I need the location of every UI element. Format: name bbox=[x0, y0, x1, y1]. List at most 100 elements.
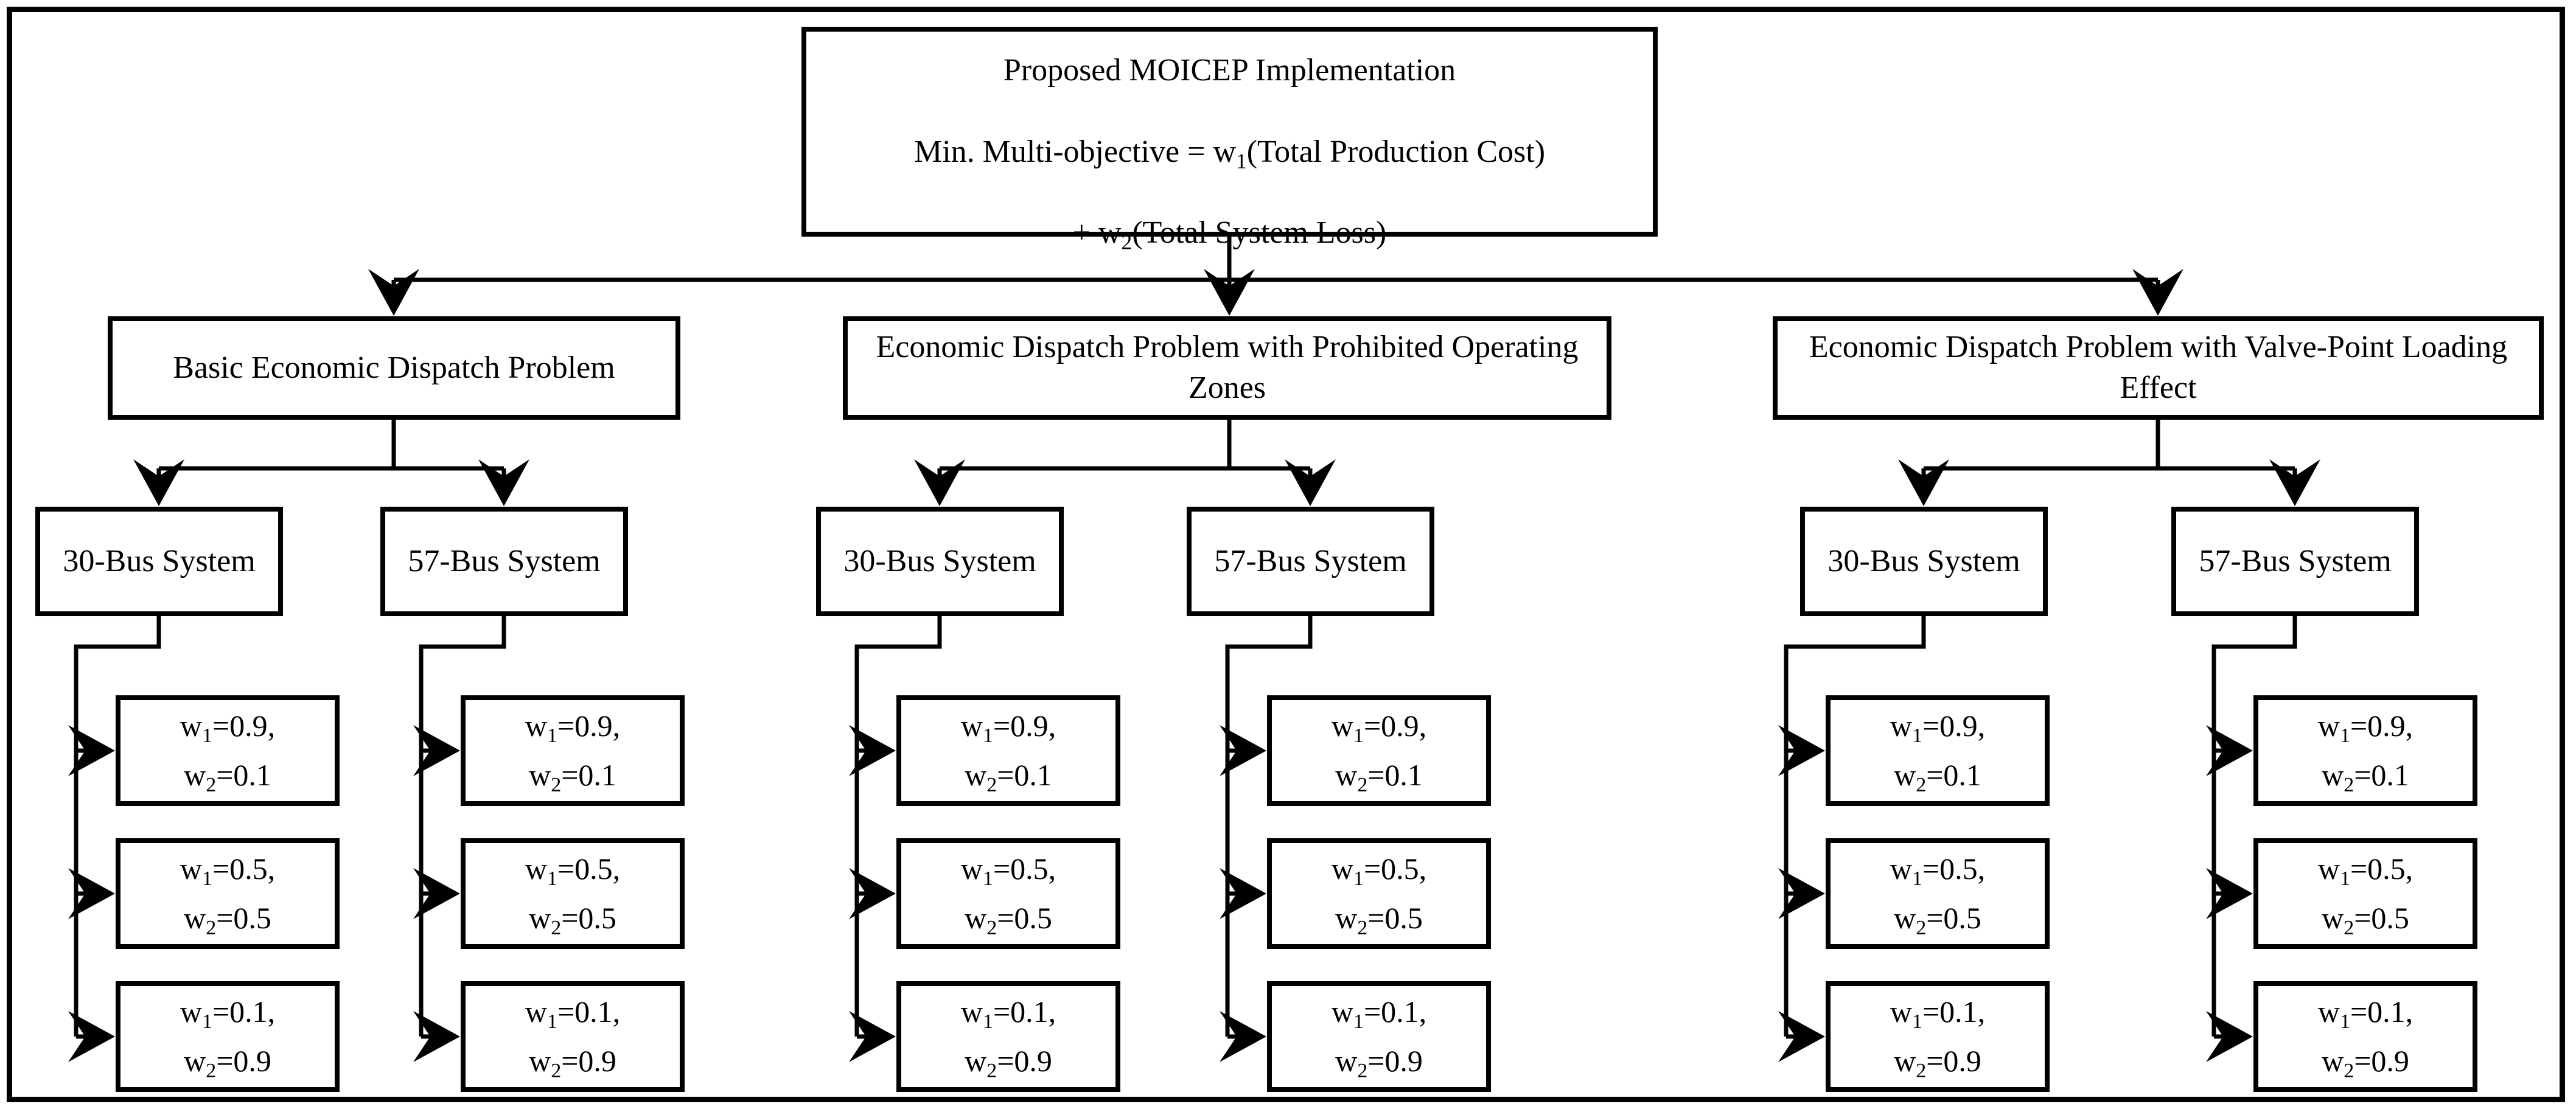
system-node-30bus-prohibited[interactable]: 30-Bus System bbox=[816, 507, 1064, 616]
root-w2-subscript: 2 bbox=[1121, 229, 1133, 254]
weight-node-valve-57bus-0[interactable]: w1=0.9, w2=0.1 bbox=[2253, 695, 2477, 806]
weight-node-text: w1=0.5,w2=0.5 bbox=[2258, 844, 2473, 943]
weight-w2-subscript: 2 bbox=[986, 774, 997, 797]
weight-w1-subscript: 1 bbox=[201, 724, 212, 748]
weight-w1-line: w1=0.5, bbox=[1890, 852, 1986, 891]
weight-w1-subscript: 1 bbox=[1353, 1010, 1364, 1033]
weight-node-basic-30bus-2[interactable]: w1=0.1, w2=0.9 bbox=[116, 981, 340, 1092]
weight-node-prohibited-30bus-2[interactable]: w1=0.1,w2=0.9 bbox=[896, 981, 1120, 1092]
weight-node-prohibited-57bus-0[interactable]: w1=0.9, w2=0.1 bbox=[1267, 695, 1491, 806]
system-node-label: 30-Bus System bbox=[1827, 543, 2020, 578]
weight-node-text: w1=0.5,w2=0.5 bbox=[1272, 844, 1486, 943]
weight-w2-subscript: 2 bbox=[206, 917, 217, 940]
weight-w1-subscript: 1 bbox=[1911, 724, 1922, 748]
weight-w2-line: w2=0.1 bbox=[2322, 758, 2409, 797]
weight-node-text: w1=0.9,w2=0.1 bbox=[901, 701, 1115, 800]
weight-w1-line: w1=0.1, bbox=[960, 995, 1056, 1033]
weight-w2-line: w2=0.5 bbox=[965, 901, 1052, 940]
weight-node-text: w1=0.1,w2=0.9 bbox=[1831, 987, 2045, 1086]
weight-w2-line: w2=0.9 bbox=[1335, 1044, 1423, 1083]
root-line-1: Proposed MOICEP Implementation bbox=[1003, 53, 1456, 88]
weight-w2-line: w2=0.9 bbox=[184, 1044, 271, 1083]
weight-node-basic-30bus-1[interactable]: w1=0.5, w2=0.5 bbox=[116, 838, 340, 949]
system-node-57bus-valve[interactable]: 57-Bus System bbox=[2171, 507, 2419, 616]
weight-w2-line: w2=0.1 bbox=[1894, 758, 1981, 797]
weight-w2-line: w2=0.5 bbox=[184, 901, 271, 940]
weight-w1-line: w1=0.9, bbox=[960, 709, 1056, 748]
weight-node-text: w1=0.9, w2=0.1 bbox=[466, 701, 680, 800]
weight-w1-line: w1=0.5, bbox=[960, 852, 1056, 891]
weight-w2-line: w2=0.5 bbox=[1894, 901, 1981, 940]
weight-w2-line: w2=0.1 bbox=[529, 758, 616, 797]
weight-node-text: w1=0.5, w2=0.5 bbox=[1831, 844, 2045, 943]
weight-w2-subscript: 2 bbox=[551, 774, 562, 797]
weight-w1-line: w1=0.5, bbox=[1331, 852, 1427, 891]
branch-node-label: Economic Dispatch Problem with Prohibite… bbox=[876, 330, 1579, 405]
weight-w2-line: w2=0.5 bbox=[529, 901, 616, 940]
system-node-30bus-valve[interactable]: 30-Bus System bbox=[1800, 507, 2048, 616]
weight-node-valve-57bus-2[interactable]: w1=0.1,w2=0.9 bbox=[2253, 981, 2477, 1092]
weight-w1-subscript: 1 bbox=[1911, 1010, 1922, 1033]
weight-w1-line: w1=0.1, bbox=[1331, 995, 1427, 1033]
weight-node-text: w1=0.5, w2=0.5 bbox=[901, 844, 1115, 943]
weight-w2-subscript: 2 bbox=[1357, 1060, 1368, 1083]
weight-node-prohibited-30bus-1[interactable]: w1=0.5, w2=0.5 bbox=[896, 838, 1120, 949]
weight-node-valve-57bus-1[interactable]: w1=0.5,w2=0.5 bbox=[2253, 838, 2477, 949]
weight-node-text: w1=0.5, w2=0.5 bbox=[466, 844, 680, 943]
outer-frame bbox=[7, 7, 2565, 1102]
weight-w1-line: w1=0.9, bbox=[525, 709, 621, 748]
branch-node-label: Economic Dispatch Problem with Valve-Poi… bbox=[1809, 330, 2508, 405]
weight-node-basic-57bus-2[interactable]: w1=0.1, w2=0.9 bbox=[461, 981, 685, 1092]
weight-w1-line: w1=0.5, bbox=[2317, 852, 2414, 891]
weight-node-prohibited-57bus-1[interactable]: w1=0.5,w2=0.5 bbox=[1267, 838, 1491, 949]
weight-w1-line: w1=0.5, bbox=[180, 852, 276, 891]
system-node-57bus-prohibited[interactable]: 57-Bus System bbox=[1187, 507, 1434, 616]
branch-node-valve-point[interactable]: Economic Dispatch Problem with Valve-Poi… bbox=[1773, 316, 2544, 420]
weight-w1-line: w1=0.1, bbox=[525, 995, 621, 1033]
weight-node-text: w1=0.9, w2=0.1 bbox=[2258, 701, 2473, 800]
weight-w2-subscript: 2 bbox=[2344, 1060, 2354, 1083]
weight-w1-line: w1=0.9, bbox=[2317, 709, 2414, 748]
weight-w2-subscript: 2 bbox=[986, 917, 997, 940]
weight-w1-line: w1=0.9, bbox=[1331, 709, 1427, 748]
branch-node-prohibited-zones[interactable]: Economic Dispatch Problem with Prohibite… bbox=[843, 316, 1611, 420]
weight-node-basic-30bus-0[interactable]: w1=0.9, w2=0.1 bbox=[116, 695, 340, 806]
weight-node-text: w1=0.9, w2=0.1 bbox=[120, 701, 335, 800]
branch-node-label: Basic Economic Dispatch Problem bbox=[173, 350, 615, 385]
weight-node-text: w1=0.1,w2=0.9 bbox=[901, 987, 1115, 1086]
weight-w1-line: w1=0.5, bbox=[525, 852, 621, 891]
weight-node-prohibited-57bus-2[interactable]: w1=0.1, w2=0.9 bbox=[1267, 981, 1491, 1092]
weight-w1-subscript: 1 bbox=[1911, 867, 1922, 891]
weight-w1-line: w1=0.9, bbox=[1890, 709, 1986, 748]
branch-node-basic-ed[interactable]: Basic Economic Dispatch Problem bbox=[108, 316, 680, 420]
weight-w1-line: w1=0.9, bbox=[180, 709, 276, 748]
weight-w2-subscript: 2 bbox=[2344, 774, 2354, 797]
weight-w1-subscript: 1 bbox=[982, 1010, 993, 1033]
weight-w2-line: w2=0.9 bbox=[529, 1044, 616, 1083]
weight-node-prohibited-30bus-0[interactable]: w1=0.9,w2=0.1 bbox=[896, 695, 1120, 806]
weight-w2-line: w2=0.1 bbox=[1335, 758, 1423, 797]
weight-w2-subscript: 2 bbox=[206, 774, 217, 797]
weight-node-valve-30bus-2[interactable]: w1=0.1,w2=0.9 bbox=[1826, 981, 2050, 1092]
weight-w2-subscript: 2 bbox=[1916, 774, 1927, 797]
weight-node-basic-57bus-1[interactable]: w1=0.5, w2=0.5 bbox=[461, 838, 685, 949]
system-node-57bus-basic[interactable]: 57-Bus System bbox=[380, 507, 628, 616]
weight-node-valve-30bus-1[interactable]: w1=0.5, w2=0.5 bbox=[1826, 838, 2050, 949]
root-w1-subscript: 1 bbox=[1236, 148, 1247, 173]
weight-node-text: w1=0.1, w2=0.9 bbox=[466, 987, 680, 1086]
weight-w2-line: w2=0.1 bbox=[184, 758, 271, 797]
weight-w2-subscript: 2 bbox=[551, 917, 562, 940]
weight-node-valve-30bus-0[interactable]: w1=0.9, w2=0.1 bbox=[1826, 695, 2050, 806]
weight-w1-subscript: 1 bbox=[2339, 867, 2350, 891]
weight-w2-subscript: 2 bbox=[1357, 917, 1368, 940]
root-line-2: Min. Multi-objective = w1(Total Producti… bbox=[913, 134, 1546, 173]
weight-node-basic-57bus-0[interactable]: w1=0.9, w2=0.1 bbox=[461, 695, 685, 806]
weight-w2-subscript: 2 bbox=[1357, 774, 1368, 797]
system-node-label: 30-Bus System bbox=[843, 543, 1036, 578]
weight-node-text: w1=0.1, w2=0.9 bbox=[1272, 987, 1486, 1086]
weight-w1-subscript: 1 bbox=[2339, 1010, 2350, 1033]
weight-w1-line: w1=0.1, bbox=[180, 995, 276, 1033]
root-node-moicep[interactable]: Proposed MOICEP Implementation Min. Mult… bbox=[801, 27, 1658, 252]
system-node-30bus-basic[interactable]: 30-Bus System bbox=[35, 507, 283, 616]
